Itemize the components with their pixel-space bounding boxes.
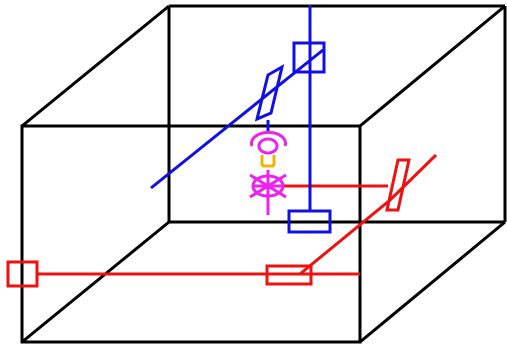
box-top-right-depth-edge: [359, 4, 506, 128]
pink-fixture: [249, 130, 287, 215]
blue-valve-upper: [292, 41, 326, 74]
box-front-face: [20, 124, 362, 344]
red-valve-skewed: [385, 158, 411, 212]
red-valve-center: [265, 264, 313, 286]
red-diagonal-pipe: [299, 199, 390, 276]
box-bottom-right-depth-edge: [359, 220, 506, 344]
yellow-trap-shape: [260, 155, 276, 168]
yellow-trap: [260, 155, 276, 168]
wire-frame-box: [20, 4, 507, 344]
box-top-left-depth-edge: [21, 4, 170, 128]
blue-base-block: [287, 209, 332, 234]
red-diagonal-pipe-extension: [387, 153, 438, 203]
box-bottom-left-depth-edge: [21, 220, 170, 344]
red-pipe-network: [6, 153, 438, 288]
pink-fixture-outer-arc: [250, 130, 287, 147]
blue-valve-skewed: [254, 63, 285, 122]
blue-pipe-network: [150, 5, 332, 234]
red-valve-left: [6, 260, 39, 288]
pink-fixture-ring: [257, 137, 279, 155]
